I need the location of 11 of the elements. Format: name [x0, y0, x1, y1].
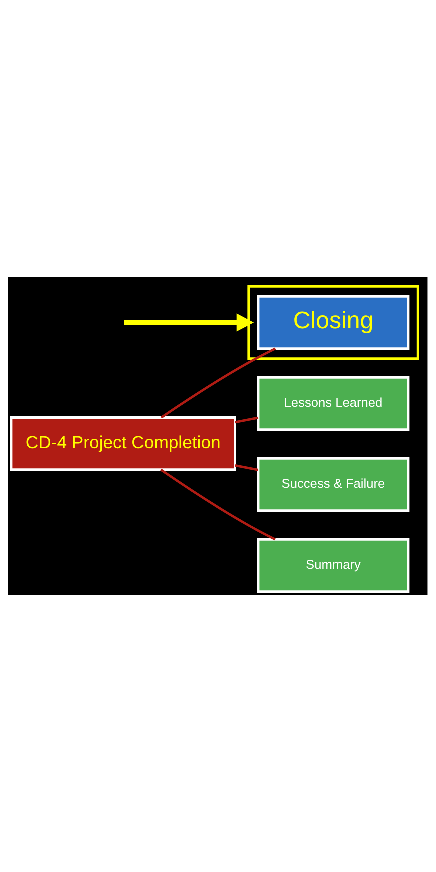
arrow [124, 314, 254, 332]
cluster [248, 285, 420, 360]
connector [160, 348, 276, 419]
connector [160, 469, 276, 541]
node-box: Success & Failure [257, 457, 410, 512]
connector [235, 464, 259, 472]
node-box: Lessons Learned [257, 376, 410, 431]
connector [235, 416, 259, 424]
node-box: Summary [257, 538, 410, 593]
node-box: Closing [257, 295, 410, 350]
node-box: CD-4 Project Completion [10, 416, 236, 472]
